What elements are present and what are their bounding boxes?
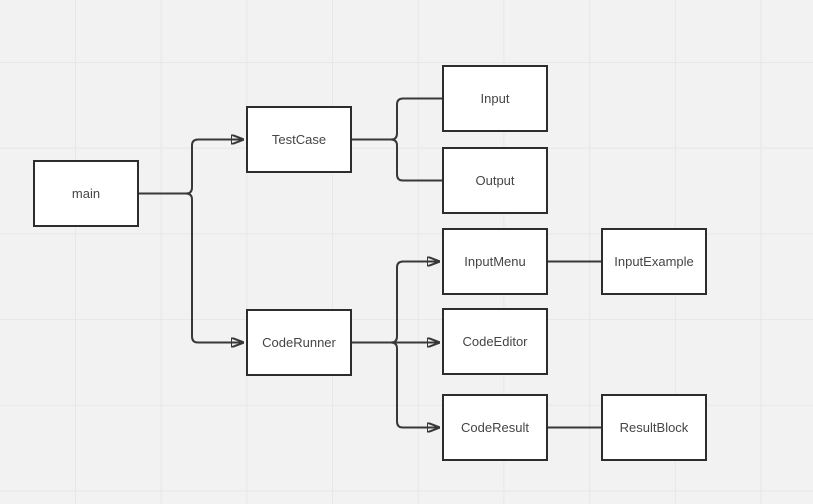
node-inputexample[interactable]: InputExample — [601, 228, 707, 295]
edge-testcase-to-input[interactable] — [352, 97, 442, 141]
node-coderunner[interactable]: CodeRunner — [246, 309, 352, 376]
edge-coderunner-to-inputmenu[interactable] — [352, 262, 440, 344]
node-inputmenu[interactable]: InputMenu — [442, 228, 548, 295]
node-resultblock[interactable]: ResultBlock — [601, 394, 707, 461]
node-input[interactable]: Input — [442, 65, 548, 132]
node-main[interactable]: main — [33, 160, 139, 227]
node-coderesult[interactable]: CodeResult — [442, 394, 548, 461]
node-codeeditor[interactable]: CodeEditor — [442, 308, 548, 375]
node-testcase[interactable]: TestCase — [246, 106, 352, 173]
edge-coderunner-to-coderesult[interactable] — [352, 341, 440, 428]
edge-testcase-to-output[interactable] — [352, 138, 442, 182]
edge-main-to-testcase[interactable] — [139, 140, 244, 195]
edge-main-to-coderunner[interactable] — [139, 192, 244, 343]
node-output[interactable]: Output — [442, 147, 548, 214]
